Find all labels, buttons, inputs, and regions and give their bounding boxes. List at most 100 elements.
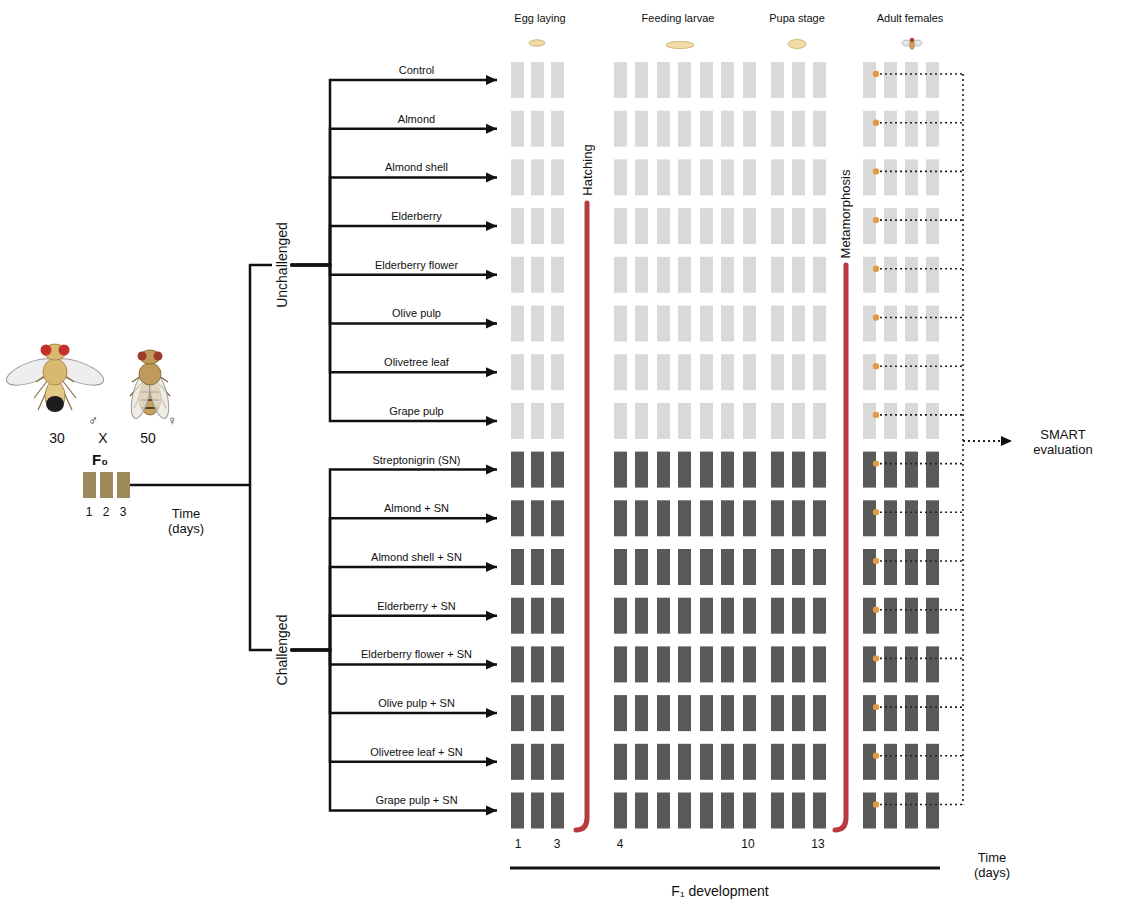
treatment-label: Elderberry + SN xyxy=(336,594,497,616)
stage-bar xyxy=(511,549,524,585)
stage-bar xyxy=(551,159,564,195)
stage-bar xyxy=(551,208,564,244)
stage-bar xyxy=(657,452,670,488)
diagram-label: 30 xyxy=(49,430,65,446)
branch-arrow xyxy=(291,129,497,265)
stage-bar xyxy=(700,62,713,98)
stage-bar xyxy=(614,403,627,439)
stage-bar xyxy=(926,646,939,682)
stage-bar xyxy=(551,111,564,147)
stage-bar xyxy=(792,306,805,342)
dotted-leader xyxy=(880,755,963,757)
stage-bar xyxy=(551,62,564,98)
stage-bar xyxy=(551,598,564,634)
stage-bar xyxy=(551,403,564,439)
node-text: Almond + SN xyxy=(384,502,449,514)
dotted-leader xyxy=(880,463,963,465)
stage-bar xyxy=(813,549,826,585)
stage-bar xyxy=(551,257,564,293)
stage-bar xyxy=(721,159,734,195)
label-text: ♀ xyxy=(167,413,177,428)
stage-bar xyxy=(792,598,805,634)
stage-bar xyxy=(863,306,876,342)
adult-female-dot xyxy=(873,120,879,126)
stage-bar xyxy=(813,793,826,829)
label-text: X xyxy=(98,430,107,446)
stage-bar xyxy=(813,598,826,634)
stage-bar xyxy=(721,257,734,293)
stage-bar xyxy=(511,744,524,780)
stage-bar xyxy=(678,403,691,439)
stage-bar xyxy=(531,208,544,244)
stage-bar xyxy=(771,646,784,682)
stage-bar xyxy=(614,62,627,98)
label-text: 13 xyxy=(811,837,824,851)
stage-bar xyxy=(771,257,784,293)
stage-bar xyxy=(551,500,564,536)
fly-eye xyxy=(154,352,163,361)
stage-bar xyxy=(678,62,691,98)
stage-bar xyxy=(813,646,826,682)
branch-arrow xyxy=(291,80,497,265)
stage-bar xyxy=(743,403,756,439)
diagram-label: X xyxy=(98,430,107,446)
stage-bar xyxy=(905,208,918,244)
adult-female-dot xyxy=(873,363,879,369)
stage-bar xyxy=(721,306,734,342)
stage-bar xyxy=(678,500,691,536)
stage-bar xyxy=(926,793,939,829)
stage-bar xyxy=(614,793,627,829)
stage-bar xyxy=(721,646,734,682)
stage-bar xyxy=(721,598,734,634)
stage-bar xyxy=(813,744,826,780)
stage-bar xyxy=(743,452,756,488)
node-text: Almond shell + SN xyxy=(371,551,462,563)
stage-bar xyxy=(884,111,897,147)
stage-bar xyxy=(678,646,691,682)
stage-bar xyxy=(635,62,648,98)
adult-female-dot xyxy=(873,704,879,710)
dotted-leader xyxy=(880,122,963,124)
stage-bar xyxy=(792,793,805,829)
label-text: 50 xyxy=(140,430,156,446)
stage-bar xyxy=(511,500,524,536)
stage-bar xyxy=(905,159,918,195)
stage-bar xyxy=(614,111,627,147)
stage-bar xyxy=(635,744,648,780)
stage-bar xyxy=(700,111,713,147)
dotted-leader xyxy=(880,560,963,562)
label-text: Time (days) xyxy=(974,850,1010,880)
node-text: Elderberry flower xyxy=(375,259,458,271)
stage-bar xyxy=(657,549,670,585)
stage-bar xyxy=(863,452,876,488)
stage-bar xyxy=(657,159,670,195)
stage-bar xyxy=(926,549,939,585)
fly-abdomen xyxy=(45,381,65,411)
node-text: Olivetree leaf + SN xyxy=(370,746,463,758)
stage-bar xyxy=(884,793,897,829)
stage-bar xyxy=(635,403,648,439)
stage-bar xyxy=(635,500,648,536)
stage-bar xyxy=(657,306,670,342)
stage-bar xyxy=(863,598,876,634)
stage-bar xyxy=(511,695,524,731)
stage-bar xyxy=(657,62,670,98)
diagram-label: Hatching xyxy=(581,144,596,195)
stage-bar xyxy=(657,793,670,829)
stage-bar xyxy=(905,549,918,585)
label-text: F₀ xyxy=(92,451,108,468)
bracket-line xyxy=(249,264,272,267)
stage-bar xyxy=(771,159,784,195)
stage-bar xyxy=(614,452,627,488)
diagram-label: 1 xyxy=(515,838,522,852)
treatment-label: Olive pulp xyxy=(336,302,497,324)
adult-fly-icon xyxy=(902,38,922,50)
label-text: 3 xyxy=(120,505,127,519)
stage-bar xyxy=(792,452,805,488)
adult-female-dot xyxy=(873,314,879,320)
stage-bar xyxy=(531,452,544,488)
stage-bar xyxy=(511,598,524,634)
label-text: 30 xyxy=(49,430,65,446)
